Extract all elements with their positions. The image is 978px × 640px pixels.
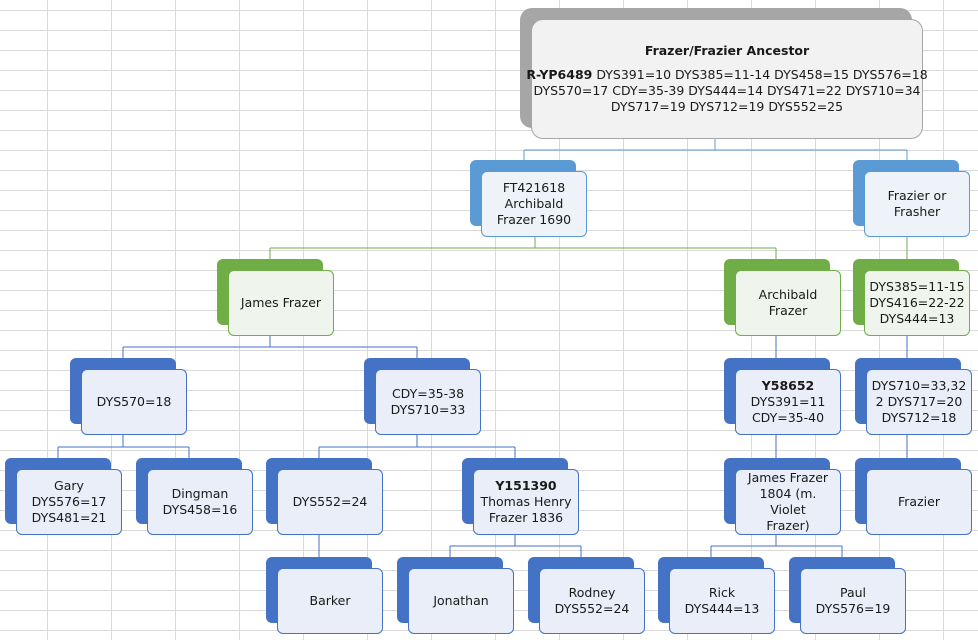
node-bold-label: Y58652 [761,378,815,393]
node-text-line: Frasher [893,204,941,219]
node-text-line: Frazier or [887,188,947,203]
root-line-3: DYS717=19 DYS712=19 DYS552=25 [610,99,844,114]
node-bold-label: Y151390 [495,478,557,493]
root-haplogroup: R-YP6489 [526,67,593,82]
node-text-line: Frazer 1690 [496,212,572,227]
node-text-line: Frazer [768,303,808,318]
node-text-line: Dingman [171,486,229,501]
node-text-line: Thomas Henry [480,494,572,509]
node-text-line: DYS570=18 [96,394,172,409]
node-text-line: DYS576=19 [815,601,891,616]
node-text-line: DYS391=11 [750,394,826,409]
node-text-line: Jonathan [433,593,489,608]
node-text-line: Archibald [504,196,564,211]
node-text-line: Gary [54,478,84,493]
node-text-line: CDY=35-38 [391,386,465,401]
root-line-1: R-YP6489 DYS391=10 DYS385=11-14 DYS458=1… [526,67,928,82]
node-text-line: Rick [708,585,736,600]
node-text-line: DYS552=24 [292,494,368,509]
node-text-line: DYS416=22-22 [869,295,965,310]
node-text-line: DYS710=33,32 [871,378,967,393]
node-text-line: James Frazer [240,295,322,310]
node-text-line: FT421618 [502,180,566,195]
node-text-line: Archibald [758,287,818,302]
node-text-line: DYS710=33 [390,402,466,417]
node-text-line: 1804 (m. Violet [759,486,817,517]
node-text-line: Frazier [898,494,940,509]
node-text-line: Rodney [568,585,616,600]
node-text-line: CDY=35-40 [751,410,825,425]
node-text-line: James Frazer [747,470,829,485]
node-text-line: Frazer 1836 [488,510,564,525]
node-text-line: DYS444=13 [684,601,760,616]
root-title: Frazer/Frazier Ancestor [644,43,810,58]
node-text-line: DYS458=16 [162,502,238,517]
node-text-line: 2 DYS717=20 [875,394,963,409]
node-text-line: DYS481=21 [31,510,107,525]
node-text-line: DYS712=18 [881,410,957,425]
node-text-line: DYS576=17 [31,494,107,509]
node-text-line: Paul [839,585,867,600]
node-text-line: Frazer) [766,518,810,533]
root-line-2: DYS570=17 CDY=35-39 DYS444=14 DYS471=22 … [533,83,921,98]
node-text-line: Barker [309,593,351,608]
node-text-line: DYS444=13 [879,311,955,326]
node-text-line: DYS552=24 [554,601,630,616]
node-text-line: DYS385=11-15 [869,279,965,294]
